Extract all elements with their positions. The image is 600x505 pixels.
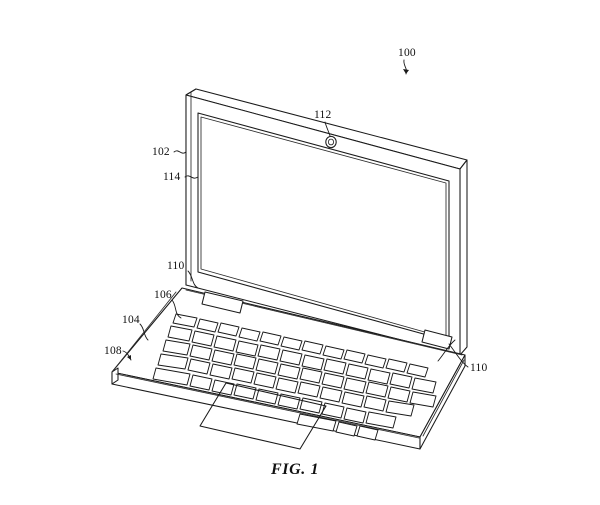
ref-label-114: 114 xyxy=(163,171,180,183)
keyboard-row-3 xyxy=(162,339,437,408)
base-front-inner-line xyxy=(115,373,420,439)
ref-arrow-108 xyxy=(127,355,131,360)
figure-caption: FIG. 1 xyxy=(270,461,319,478)
ref-label-108: 108 xyxy=(104,345,122,357)
trackpad xyxy=(199,382,327,450)
keyboard-row-4 xyxy=(157,353,415,417)
ref-label-110-right: 110 xyxy=(470,362,487,374)
keyboard xyxy=(152,313,437,441)
display-assembly xyxy=(185,88,468,356)
ref-leader-112 xyxy=(324,121,331,137)
ref-leader-110-left xyxy=(187,270,199,289)
base-left-rear-edge xyxy=(111,291,177,373)
base-left-thickness xyxy=(111,367,119,385)
keyboard-row-1 xyxy=(172,313,429,378)
ref-leader-114 xyxy=(184,175,199,179)
base-right-inner-line xyxy=(422,359,465,437)
ref-leader-106 xyxy=(171,299,182,319)
base-assembly xyxy=(111,287,466,450)
ref-label-110-left: 110 xyxy=(167,260,184,272)
ref-arrow-100 xyxy=(403,69,409,74)
ref-leader-110-right-2 xyxy=(437,339,456,362)
display-right-thickness xyxy=(459,159,468,356)
reference-numerals: 100 102 114 112 110 106 104 108 xyxy=(104,47,487,374)
ref-label-102: 102 xyxy=(152,146,170,158)
ref-leader-110-right xyxy=(448,343,469,368)
hinge-left xyxy=(201,291,244,314)
camera-icon xyxy=(325,135,337,149)
hinge-right xyxy=(421,329,453,350)
ref-leader-102 xyxy=(173,150,187,154)
ref-label-112: 112 xyxy=(314,109,331,121)
ref-label-100: 100 xyxy=(398,47,416,59)
ref-label-104: 104 xyxy=(122,314,140,326)
keyboard-row-2 xyxy=(167,325,437,394)
ref-label-106: 106 xyxy=(154,289,172,301)
